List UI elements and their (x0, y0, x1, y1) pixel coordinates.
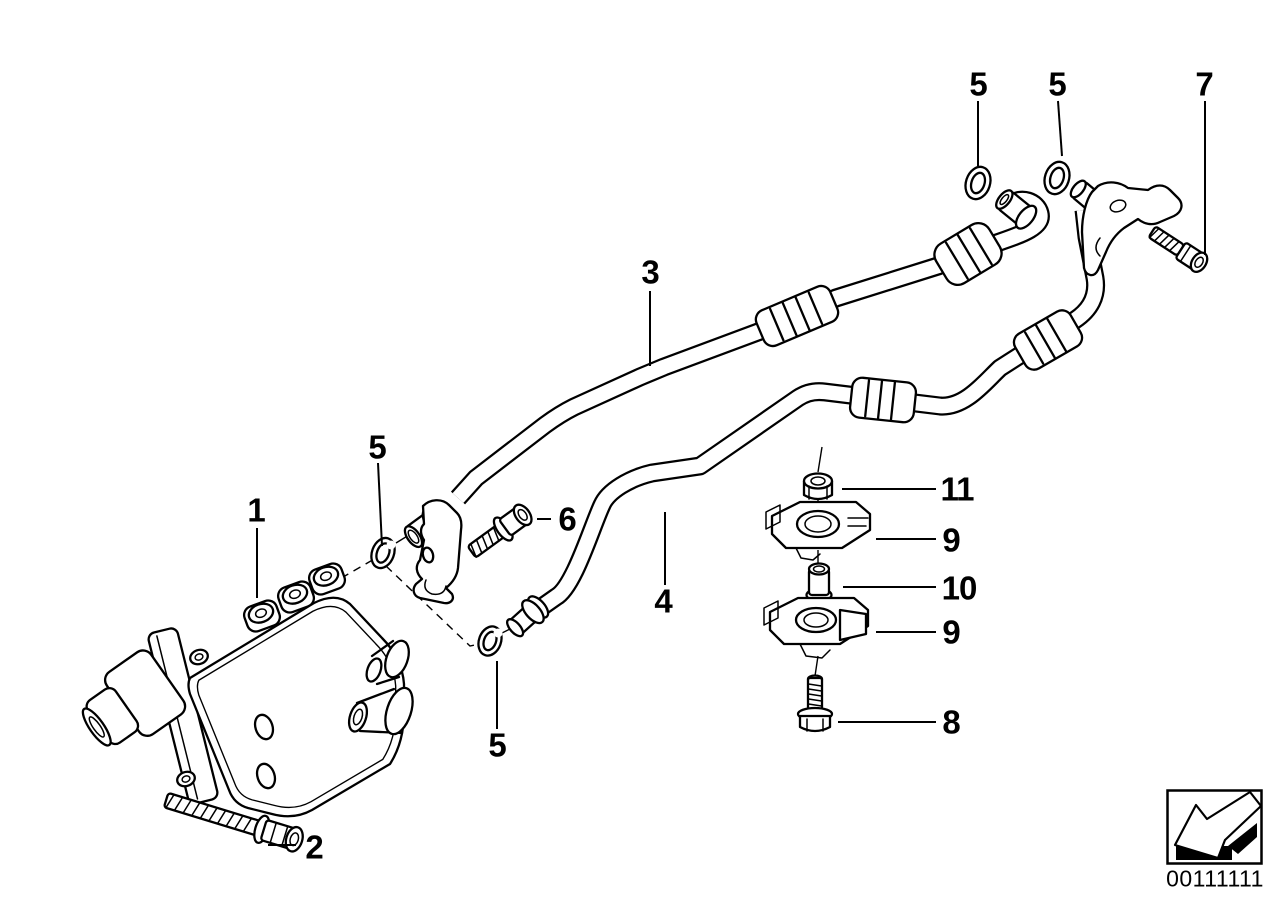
callout-o-ring-flange-port[interactable]: 5 (368, 428, 386, 466)
o-ring-upper-right (1043, 160, 1071, 196)
o-ring-lower-pipe (477, 625, 503, 657)
callout-spacer-sleeve[interactable]: 10 (941, 569, 978, 607)
hose-bellows-upper-end (933, 222, 1003, 286)
pipe-end-bracket (1080, 181, 1183, 277)
callout-clamp-bracket-lower[interactable]: 9 (942, 613, 960, 651)
hose-bellows-lower-right (1012, 309, 1084, 371)
callout-lower-oil-pipe[interactable]: 4 (654, 582, 672, 620)
callout-bracket-screw[interactable]: 7 (1195, 65, 1213, 103)
page-turn-arrow-icon (1173, 790, 1263, 860)
callout-clamp-bracket-upper[interactable]: 9 (942, 521, 960, 559)
assembly-guide-lines (304, 557, 501, 647)
clamp-bracket-upper (765, 500, 872, 561)
drawing-number: 00111111 (1166, 865, 1264, 892)
callout-hex-nut[interactable]: 11 (940, 470, 975, 508)
callout-leader-lines (256, 100, 1206, 846)
hose-bellows-lower-mid (848, 376, 918, 424)
flange-bolt (467, 503, 533, 559)
callout-o-ring-upper-right[interactable]: 5 (1048, 65, 1066, 103)
cooler-upper-port (365, 639, 410, 686)
hex-nut (802, 472, 834, 501)
callout-upper-oil-pipe[interactable]: 3 (641, 253, 659, 291)
callout-clamp-bolt[interactable]: 8 (942, 703, 960, 741)
clamp-bracket-lower (763, 596, 870, 659)
callout-o-ring-upper-left[interactable]: 5 (969, 65, 987, 103)
cooler-top-tabs (242, 562, 347, 633)
lower-oil-pipe (523, 208, 1106, 624)
lower-pipe-end-port (506, 595, 550, 638)
bracket-screw (1148, 226, 1209, 274)
o-ring-flange-port (370, 536, 396, 570)
callout-oil-cooler[interactable]: 1 (247, 491, 265, 529)
hose-bellows-upper-mid (754, 284, 840, 348)
upper-pipe-port (995, 189, 1038, 230)
spacer-sleeve (805, 562, 833, 603)
upper-oil-pipe (450, 190, 1050, 505)
o-ring-upper-left (964, 165, 992, 201)
callout-o-ring-lower-pipe[interactable]: 5 (488, 726, 506, 764)
oil-cooler (81, 562, 414, 818)
callout-cooler-mount-bolt[interactable]: 2 (305, 828, 323, 866)
pipe-flange-holder (403, 499, 463, 605)
clamp-bolt (796, 674, 834, 733)
cooler-lower-port (347, 686, 414, 736)
drawing-stamp (1166, 789, 1263, 865)
callout-flange-bolt[interactable]: 6 (558, 500, 576, 538)
